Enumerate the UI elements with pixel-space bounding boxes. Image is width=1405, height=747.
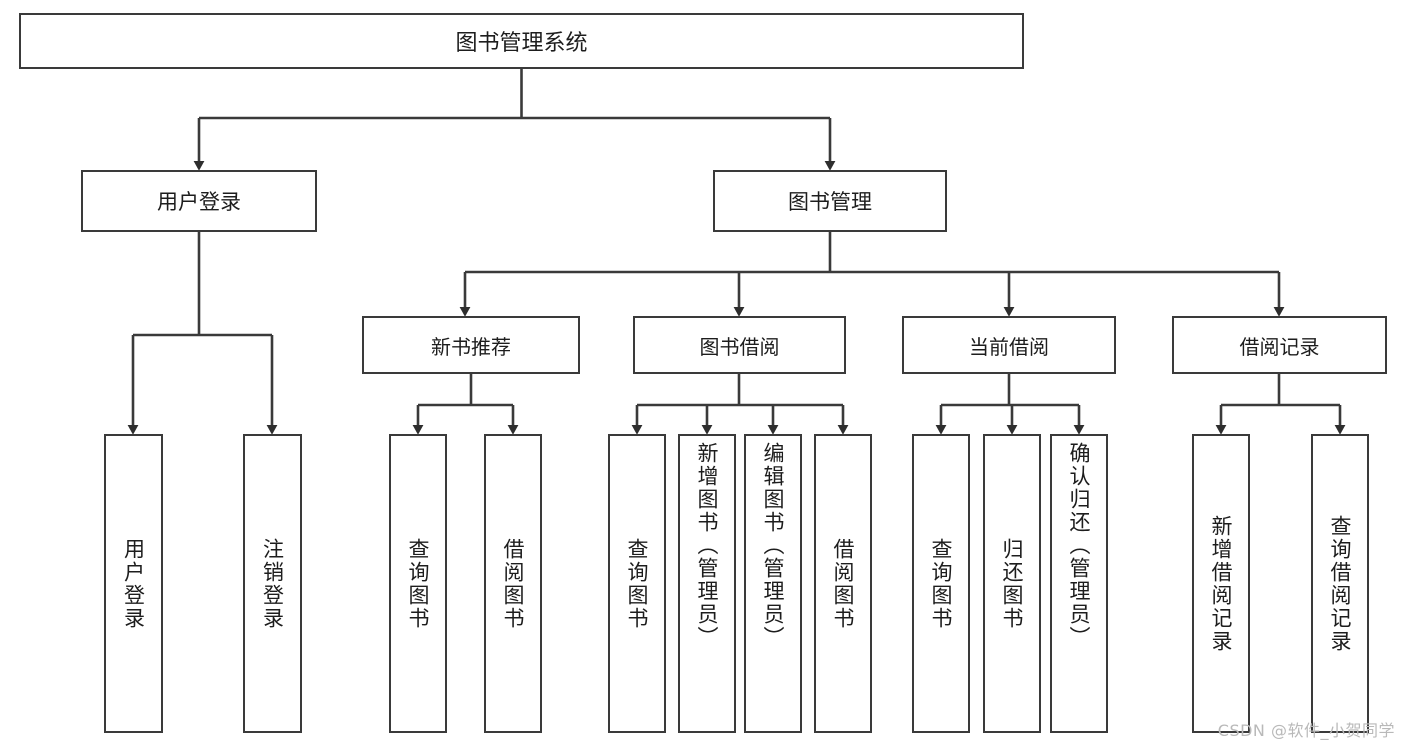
- node-level1-book-management[interactable]: 图书管理: [713, 170, 947, 232]
- leaf-label: 查询借阅记录: [1328, 514, 1353, 653]
- leaf-label: 归还图书: [1000, 537, 1025, 630]
- leaf-label: 借阅图书: [501, 537, 526, 630]
- leaf-borrow-book[interactable]: 借阅图书: [814, 434, 872, 733]
- node-level1-user-login[interactable]: 用户登录: [81, 170, 317, 232]
- node-label: 图书借阅: [699, 334, 780, 359]
- node-label: 图书管理: [788, 190, 872, 214]
- leaf-query-book-borrow[interactable]: 查询图书: [608, 434, 666, 733]
- leaf-add-borrow-record[interactable]: 新增借阅记录: [1192, 434, 1250, 733]
- leaf-label: 编辑图书（管理员）: [761, 442, 786, 649]
- leaf-label: 确认归还（管理员）: [1067, 442, 1092, 649]
- node-label: 新书推荐: [431, 334, 511, 359]
- leaf-label: 注销登录: [260, 537, 285, 630]
- node-level2-book-borrow[interactable]: 图书借阅: [633, 316, 846, 374]
- leaf-label: 查询图书: [406, 537, 431, 630]
- node-label: 图书管理系统: [455, 31, 588, 56]
- node-label: 用户登录: [157, 190, 241, 214]
- node-label: 借阅记录: [1239, 334, 1320, 359]
- leaf-add-book-admin[interactable]: 新增图书（管理员）: [678, 434, 736, 733]
- leaf-logout[interactable]: 注销登录: [243, 434, 302, 733]
- leaf-query-borrow-record[interactable]: 查询借阅记录: [1311, 434, 1369, 733]
- leaf-return-book[interactable]: 归还图书: [983, 434, 1041, 733]
- leaf-confirm-return-admin[interactable]: 确认归还（管理员）: [1050, 434, 1108, 733]
- node-label: 当前借阅: [969, 334, 1049, 359]
- node-level2-current-borrow[interactable]: 当前借阅: [902, 316, 1116, 374]
- leaf-label: 查询图书: [929, 537, 954, 630]
- leaf-query-book-current[interactable]: 查询图书: [912, 434, 970, 733]
- leaf-query-book-recommend[interactable]: 查询图书: [389, 434, 447, 733]
- leaf-label: 查询图书: [625, 537, 650, 630]
- leaf-label: 新增图书（管理员）: [695, 442, 720, 649]
- leaf-borrow-book-recommend[interactable]: 借阅图书: [484, 434, 542, 733]
- leaf-label: 新增借阅记录: [1209, 514, 1234, 653]
- leaf-edit-book-admin[interactable]: 编辑图书（管理员）: [744, 434, 802, 733]
- node-level2-borrow-record[interactable]: 借阅记录: [1172, 316, 1387, 374]
- watermark: CSDN @软件_小贺同学: [1217, 721, 1395, 740]
- leaf-user-login[interactable]: 用户登录: [104, 434, 163, 733]
- node-root[interactable]: 图书管理系统: [19, 13, 1024, 69]
- node-level2-new-book-recommend[interactable]: 新书推荐: [362, 316, 580, 374]
- leaf-label: 用户登录: [121, 537, 146, 630]
- leaf-label: 借阅图书: [831, 537, 856, 630]
